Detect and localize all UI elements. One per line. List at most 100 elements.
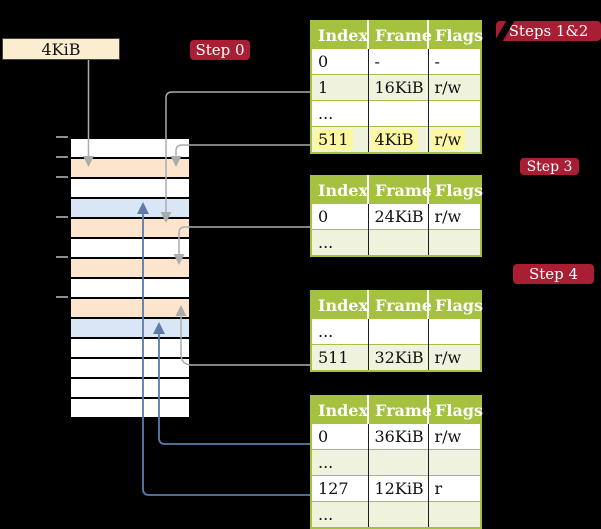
memory-row-white (71, 339, 189, 359)
steps-1-2-label: Steps 1&2 (508, 22, 589, 40)
col-header-flags: Flags (428, 176, 483, 204)
col-header-index: Index (311, 396, 369, 424)
col-header-flags: Flags (428, 396, 483, 424)
page-table-step-4: Index Frame Flags ... 511 32KiB r/w (310, 290, 483, 372)
col-header-index: Index (311, 176, 369, 204)
cell-index: 0 (311, 203, 369, 230)
cell-index: ... (311, 449, 369, 476)
address-tick (56, 216, 68, 218)
table-row: 0 - - (311, 48, 481, 75)
arrow-entry0-24kib (178, 226, 310, 255)
cell-flags: r/w (428, 423, 481, 450)
cell-index: 0 (311, 48, 369, 75)
frame-address-box: 4KiB (2, 38, 120, 60)
cell-flags: r/w (428, 126, 481, 153)
cell-flags: r/w (428, 74, 481, 101)
table-row: 511 32KiB r/w (311, 344, 481, 371)
step-4-label: Step 4 (528, 265, 579, 283)
address-tick (56, 176, 68, 178)
memory-row-white (71, 379, 189, 399)
cell-index: ... (311, 100, 369, 127)
cell-flags: - (428, 48, 481, 75)
highlighted-value: 511 (314, 129, 353, 150)
highlighted-value: 4KiB (370, 129, 418, 150)
arrow-entry511-4kib (175, 144, 310, 157)
frame-address-label: 4KiB (41, 39, 81, 59)
cell-index: 0 (311, 423, 369, 450)
table-row: 127 12KiB r (311, 475, 481, 502)
cell-frame: 36KiB (368, 423, 429, 450)
cell-index: ... (311, 229, 369, 256)
table-row: ... (311, 229, 481, 256)
memory-row-blue (71, 319, 189, 339)
table-row: ... (311, 449, 481, 476)
memory-row-white (71, 239, 189, 259)
cell-flags (428, 100, 481, 127)
cell-flags (428, 318, 481, 345)
cell-frame: 12KiB (368, 475, 429, 502)
cell-frame: 32KiB (368, 344, 429, 371)
table-row-highlighted: 511 4KiB r/w (311, 126, 481, 153)
table-row: ... (311, 100, 481, 127)
page-table-level-top: Index Frame Flags 0 - - 1 16KiB r/w ... … (310, 20, 483, 154)
memory-row-white (71, 179, 189, 199)
cell-index: 127 (311, 475, 369, 502)
cell-index: 511 (311, 344, 369, 371)
table-header-row: Index Frame Flags (311, 396, 483, 424)
col-header-frame: Frame (368, 176, 432, 204)
col-header-frame: Frame (368, 291, 432, 319)
cell-frame (368, 100, 429, 127)
address-tick (56, 296, 68, 298)
cell-index: ... (311, 318, 369, 345)
cell-frame: - (368, 48, 429, 75)
col-header-index: Index (311, 291, 369, 319)
memory-row-blue (71, 199, 189, 219)
col-header-flags: Flags (428, 21, 483, 49)
memory-row-peach (71, 219, 189, 239)
page-table-final-level: Index Frame Flags 0 36KiB r/w ... 127 12… (310, 395, 483, 529)
cell-index: ... (311, 501, 369, 528)
col-header-frame: Frame (368, 21, 432, 49)
address-tick (56, 156, 68, 158)
cell-flags: r/w (428, 203, 481, 230)
step-3-badge: Step 3 (520, 158, 579, 175)
cell-frame (368, 449, 429, 476)
col-header-flags: Flags (428, 291, 483, 319)
memory-row-white (71, 139, 189, 159)
table-row: 1 16KiB r/w (311, 74, 481, 101)
cell-flags (428, 501, 481, 528)
memory-row-white (71, 279, 189, 299)
col-header-frame: Frame (368, 396, 432, 424)
memory-row-peach (71, 299, 189, 319)
cell-flags: r (428, 475, 481, 502)
cell-frame: 4KiB (368, 126, 429, 153)
cell-frame (368, 318, 429, 345)
steps-1-2-badge: Steps 1&2 (496, 21, 601, 41)
memory-row-white (71, 399, 189, 417)
cell-frame (368, 501, 429, 528)
cell-index: 511 (311, 126, 369, 153)
table-row: 0 36KiB r/w (311, 423, 481, 450)
memory-row-white (71, 359, 189, 379)
table-header-row: Index Frame Flags (311, 21, 483, 49)
table-header-row: Index Frame Flags (311, 291, 483, 319)
col-header-index: Index (311, 21, 369, 49)
cell-frame: 24KiB (368, 203, 429, 230)
page-table-step-3: Index Frame Flags 0 24KiB r/w ... (310, 175, 483, 257)
step-4-badge: Step 4 (513, 264, 594, 284)
address-tick (56, 256, 68, 258)
arrow-entry511-32kib (180, 315, 310, 366)
step-0-label: Step 0 (195, 41, 245, 59)
cell-flags: r/w (428, 344, 481, 371)
step-3-label: Step 3 (526, 158, 573, 175)
cell-flags (428, 449, 481, 476)
cell-index: 1 (311, 74, 369, 101)
highlighted-value: r/w (430, 129, 466, 150)
memory-column (69, 137, 191, 419)
table-row: ... (311, 501, 481, 528)
step-0-badge: Step 0 (190, 40, 250, 60)
table-header-row: Index Frame Flags (311, 176, 483, 204)
table-row: 0 24KiB r/w (311, 203, 481, 230)
cell-frame: 16KiB (368, 74, 429, 101)
